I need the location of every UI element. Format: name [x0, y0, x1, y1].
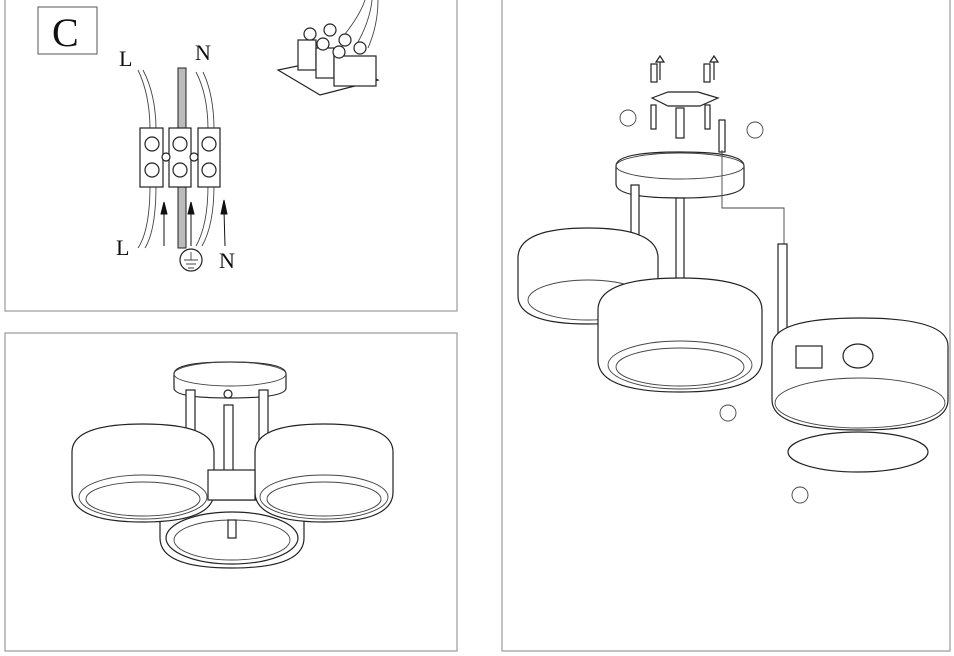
mounting-hardware — [650, 54, 726, 153]
label-neutral-bottom: N — [219, 248, 235, 273]
insert-arrows — [160, 199, 228, 247]
connector-illustration — [276, 0, 380, 96]
label-live-top: L — [119, 46, 132, 71]
exploded-assembly-view — [517, 54, 949, 504]
wiring-diagram: C L N L N — [37, 0, 380, 273]
exploded-panel-frame — [501, 0, 951, 652]
diffuser-glass — [787, 431, 929, 473]
assembled-panel-frame — [4, 332, 458, 652]
label-live-bottom: L — [116, 235, 129, 260]
wiring-panel-frame — [4, 0, 458, 312]
assembled-lamp-view — [71, 361, 394, 569]
step-label: C — [52, 10, 79, 55]
terminal-block — [139, 127, 221, 188]
label-neutral-top: N — [195, 40, 211, 65]
step-label-box — [37, 6, 98, 55]
